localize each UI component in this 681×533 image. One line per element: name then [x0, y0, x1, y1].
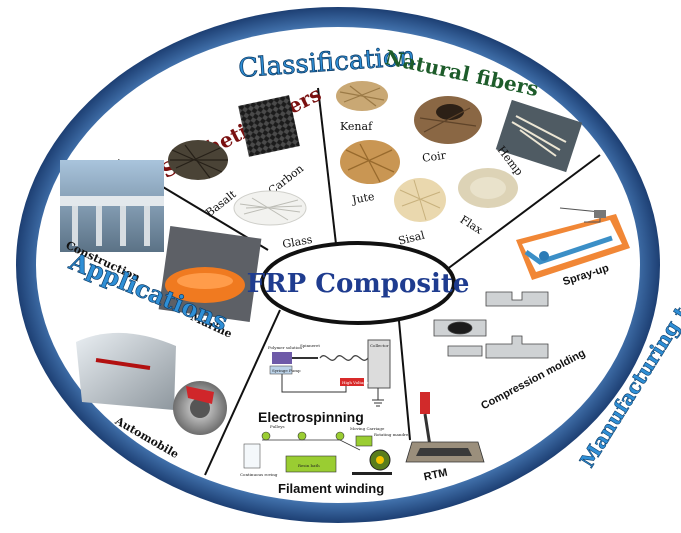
filament-roving-label: Continuous roving — [240, 472, 278, 477]
kenaf-photo — [336, 81, 388, 111]
rtm-label: RTM — [423, 467, 449, 484]
filament-winding-diagram — [243, 431, 392, 475]
compression-molding-diagram — [433, 291, 549, 359]
sisal-photo — [394, 178, 446, 222]
rtm-diagram — [405, 392, 485, 463]
automobile-photo — [76, 332, 227, 435]
center-oval — [260, 241, 456, 325]
hemp-photo — [495, 99, 583, 173]
filament-carriage-label: Moving Carriage — [350, 426, 385, 431]
sisal-label: Sisal — [397, 228, 427, 247]
electrospinning-spinneret-label: Spinneret — [300, 343, 320, 348]
filament-winding-label: Filament winding — [278, 481, 384, 496]
carbon-photo — [238, 95, 300, 157]
electrospinning-voltage-label: High Voltage — [342, 380, 369, 385]
construction-photo — [60, 160, 164, 252]
electrospinning-collector-label: Collector — [370, 343, 389, 348]
kenaf-label: Kenaf — [340, 120, 373, 133]
jute-photo — [340, 140, 400, 184]
glass-label: Glass — [281, 233, 313, 251]
basalt-photo — [168, 140, 228, 180]
jute-label: Jute — [350, 190, 375, 207]
electrospinning-syringe-label: Syringe Pump — [272, 368, 301, 373]
electrospinning-label: Electrospinning — [258, 409, 364, 425]
filament-resin-bath-label: Resin bath — [298, 463, 320, 468]
marine-photo — [158, 226, 262, 322]
glass-photo — [233, 190, 307, 226]
coir-label: Coir — [421, 149, 447, 165]
electrospinning-polymer-label: Polymer solution — [268, 345, 302, 350]
flax-photo — [458, 168, 518, 208]
coir-photo — [414, 96, 482, 144]
filament-mandrel-label: Rotating mandrel — [374, 432, 410, 437]
spray-up-diagram — [516, 207, 630, 280]
electrospinning-diagram — [269, 339, 391, 407]
center-label: FRP Composite — [247, 269, 470, 299]
filament-pulleys-label: Pulleys — [270, 424, 285, 429]
